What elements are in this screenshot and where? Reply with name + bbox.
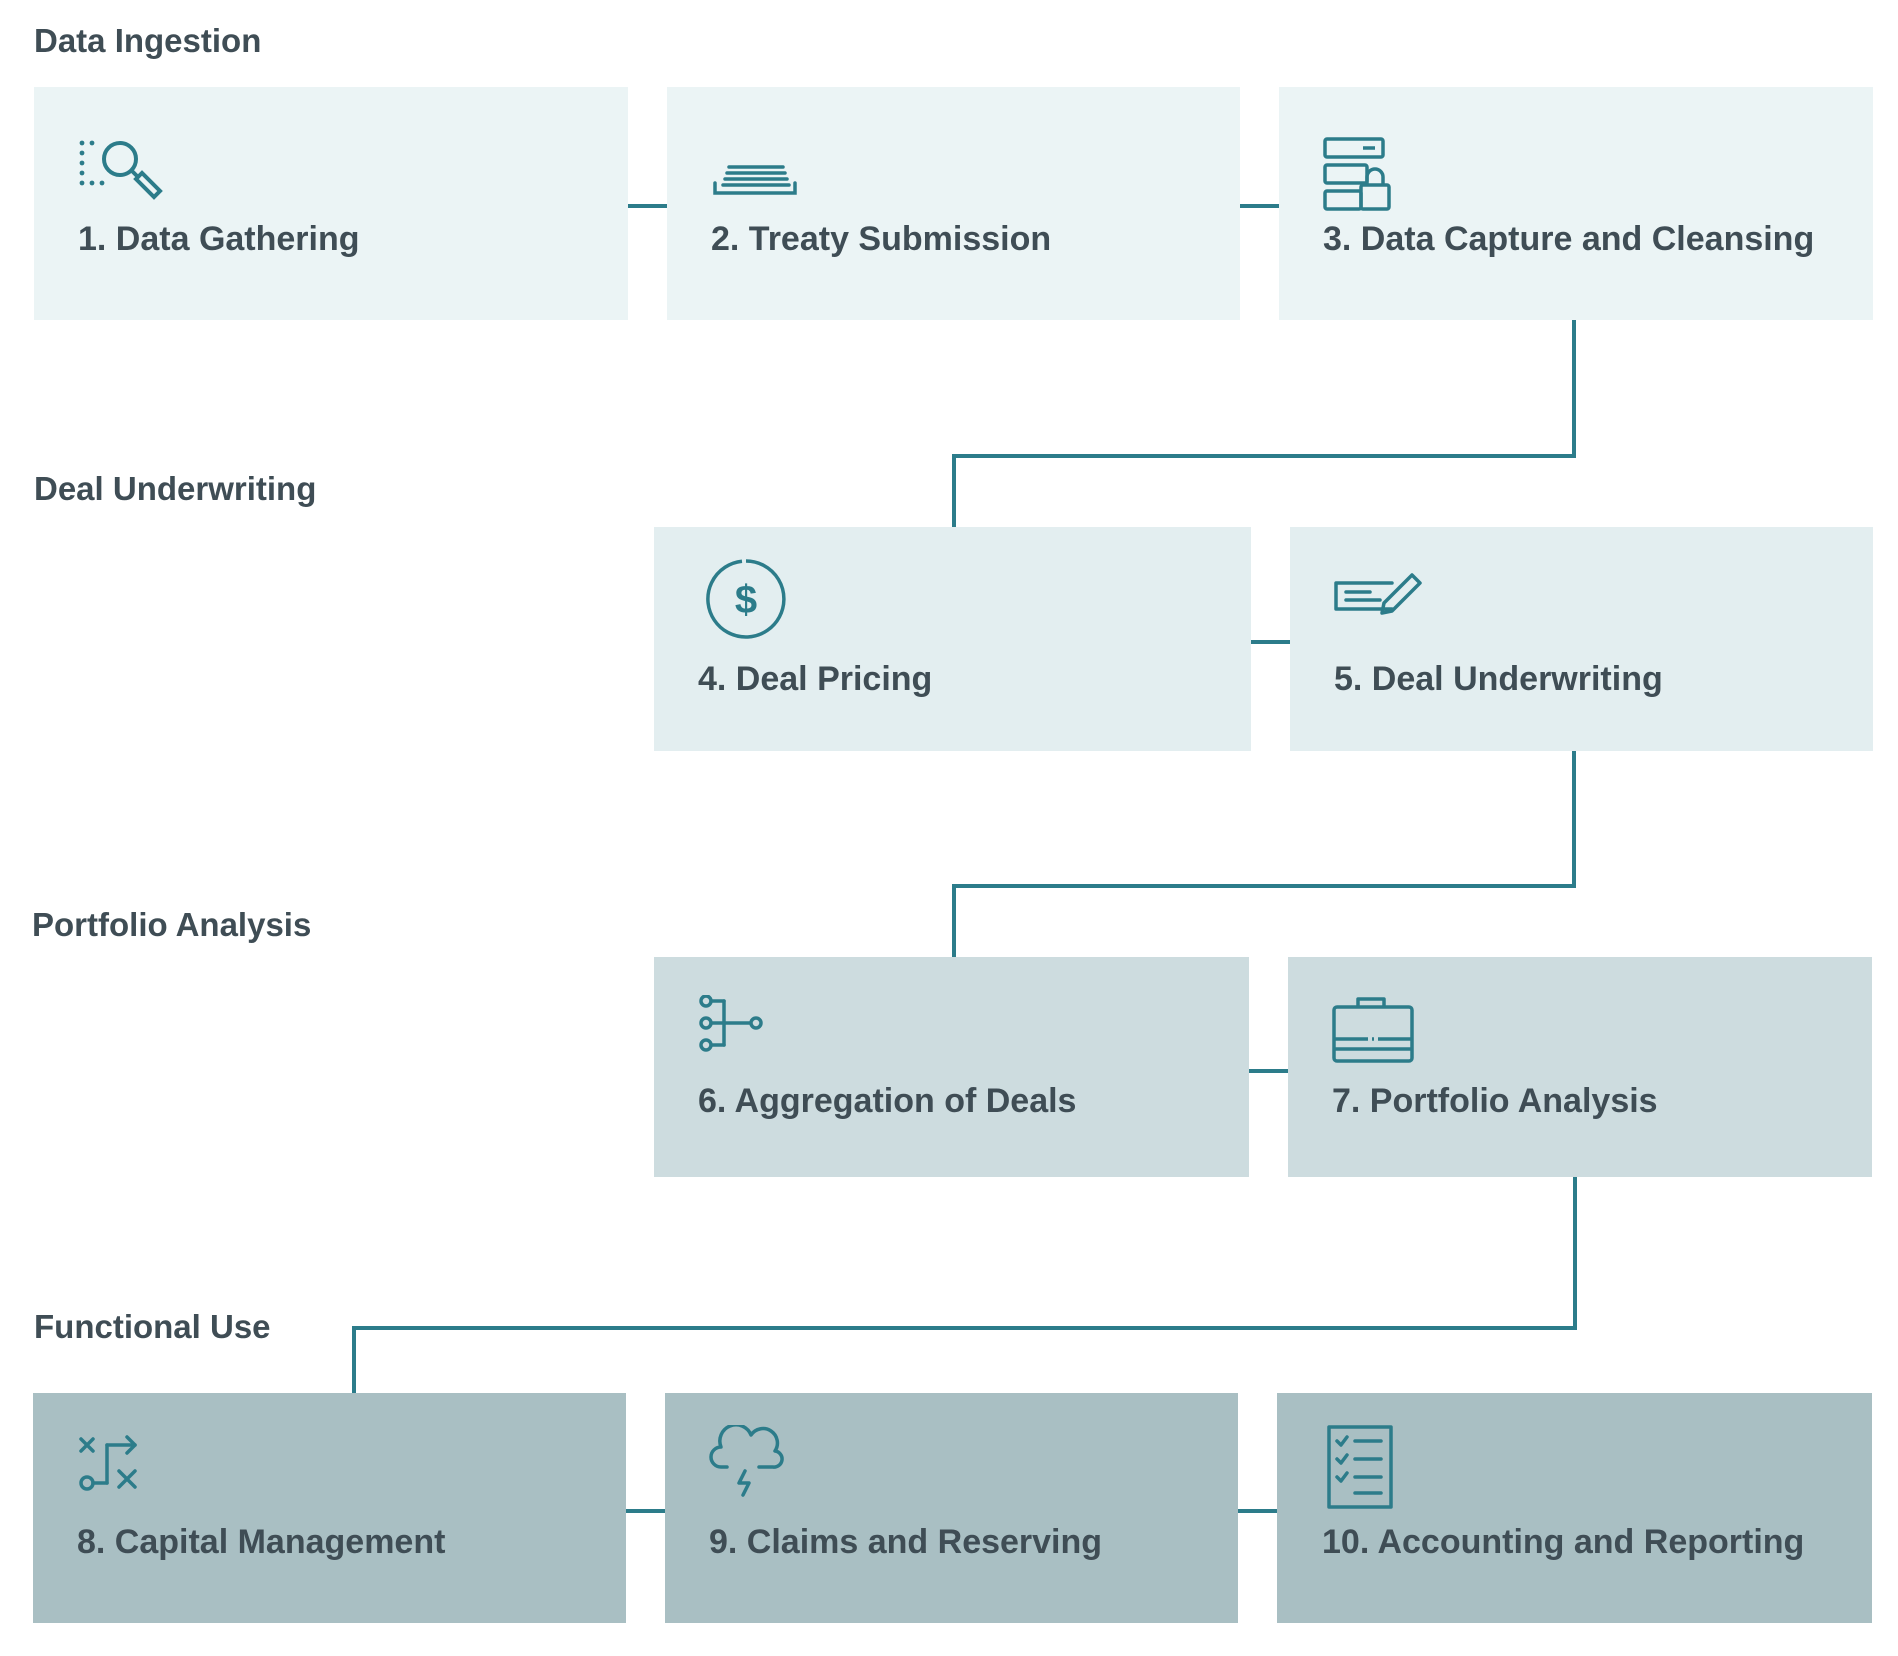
- step-label-3: 3. Data Capture and Cleansing: [1323, 220, 1815, 258]
- step-label-6: 6. Aggregation of Deals: [698, 1082, 1077, 1120]
- step-label-8: 8. Capital Management: [77, 1523, 446, 1561]
- section-label-portfolio-analysis: Portfolio Analysis: [32, 906, 312, 943]
- storm-cloud-icon: [709, 1425, 805, 1521]
- strategy-icon: [77, 1433, 173, 1529]
- step-label-1: 1. Data Gathering: [78, 220, 360, 258]
- step-box-2: 2. Treaty Submission: [667, 87, 1240, 320]
- step-label-7: 7. Portfolio Analysis: [1332, 1082, 1658, 1120]
- stacked-documents-icon: [711, 137, 807, 233]
- step-box-3: 3. Data Capture and Cleansing: [1279, 87, 1873, 320]
- checklist-icon: [1327, 1425, 1423, 1521]
- briefcase-icon: [1332, 995, 1428, 1091]
- connector-7-8: [352, 1177, 1577, 1393]
- section-label-deal-underwriting: Deal Underwriting: [34, 470, 317, 507]
- step-box-6: 6. Aggregation of Deals: [654, 957, 1249, 1177]
- section-label-data-ingestion: Data Ingestion: [34, 22, 262, 59]
- secure-database-icon: [1323, 137, 1419, 233]
- sign-contract-icon: [1334, 553, 1430, 649]
- step-box-4: $ 4. Deal Pricing: [654, 527, 1251, 751]
- step-label-5: 5. Deal Underwriting: [1334, 660, 1663, 698]
- step-label-9: 9. Claims and Reserving: [709, 1523, 1103, 1561]
- dollar-circle-icon: $: [698, 553, 794, 649]
- section-label-functional-use: Functional Use: [34, 1308, 271, 1345]
- step-box-7: 7. Portfolio Analysis: [1288, 957, 1872, 1177]
- step-label-10: 10. Accounting and Reporting: [1322, 1523, 1805, 1561]
- step-box-10: 10. Accounting and Reporting: [1277, 1393, 1872, 1623]
- step-box-5: 5. Deal Underwriting: [1290, 527, 1873, 751]
- connector-3-4: [952, 320, 1576, 527]
- step-label-4: 4. Deal Pricing: [698, 660, 933, 698]
- aggregation-icon: [698, 995, 794, 1091]
- svg-text:$: $: [735, 578, 757, 622]
- step-box-8: 8. Capital Management: [33, 1393, 626, 1623]
- step-box-1: 1. Data Gathering: [34, 87, 628, 320]
- magnifier-data-icon: [78, 137, 174, 233]
- step-label-2: 2. Treaty Submission: [711, 220, 1052, 258]
- step-box-9: 9. Claims and Reserving: [665, 1393, 1238, 1623]
- connector-5-6: [952, 751, 1576, 957]
